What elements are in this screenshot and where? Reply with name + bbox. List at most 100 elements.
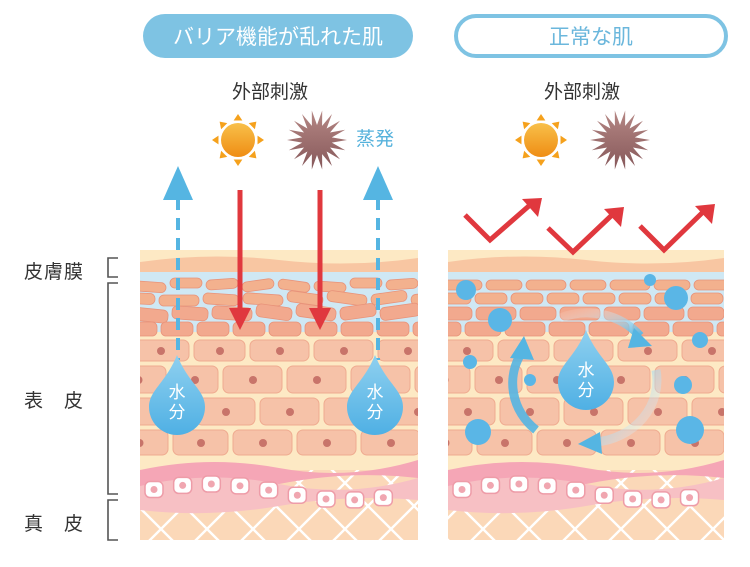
sun-icon [212,114,264,166]
basal-cell-nucleus [351,496,359,504]
basal-cell-nucleus [150,486,158,494]
corneocyte [376,321,410,337]
water-drop-label: 水分 [366,383,384,423]
epidermal-cell [448,365,471,394]
moisture-bubble [463,355,477,369]
corneocyte [140,321,158,337]
moisture-bubble [692,332,708,348]
drop-shape [558,330,614,410]
sun-icon [515,114,567,166]
cell-nucleus [448,439,450,447]
basal-cell-nucleus [207,480,215,488]
spiky-shape [287,110,347,170]
cell-nucleus [745,376,750,384]
arrow-head-icon [578,432,602,454]
sun-ray [551,121,560,130]
corneocyte [672,321,714,337]
arrow-head-icon [628,328,652,348]
basal-cell-nucleus [543,482,551,490]
cell-nucleus [157,347,165,355]
corneocyte [370,290,408,306]
spiky-shape [590,110,650,170]
checkmark-icon [546,207,624,256]
arrow-down-icon [229,308,251,330]
irritant-spiky-icon [287,110,347,170]
corneocyte [171,305,209,322]
cell-nucleus [501,439,509,447]
cell-nucleus [644,347,652,355]
sun-ray [551,150,560,159]
stratum-corneum-bracket [107,257,118,278]
epidermal-cell [681,339,724,362]
corneocyte [379,302,418,321]
corneocyte [582,292,616,305]
checkmark-icon [638,204,715,254]
sun-ray [219,150,228,159]
basal-cell-nucleus [486,481,494,489]
cell-nucleus [627,439,635,447]
moisture-bubble [664,286,688,310]
evaporation-arrows [163,166,393,360]
moisture-bubble [456,280,476,300]
moisture-bubble [488,308,512,332]
corneocyte [340,321,374,337]
moisture-bubble [674,376,692,394]
arrow-down-icon [309,308,331,330]
corneocyte [448,321,462,337]
corneocyte [268,321,302,337]
basal-cell-nucleus [600,491,608,499]
corneocyte [169,277,203,289]
basal-cell-nucleus [236,482,244,490]
irritant-spiky-icon [590,110,650,170]
external-stimulus-label-left: 外部刺激 [232,81,309,103]
sun-ray [522,121,531,130]
water-drop-label: 水分 [577,361,595,401]
corneocyte [618,292,652,305]
cell-nucleus [654,408,662,416]
cell-nucleus [340,347,348,355]
basal-cell-nucleus [265,486,273,494]
moisture-bubble [644,274,656,286]
sun-ray [212,135,219,145]
cell-nucleus [441,376,449,384]
epidermal-cell [718,365,724,394]
basal-cell-nucleus [293,491,301,499]
epidermal-cell [448,429,473,456]
sun-ray [257,135,264,145]
epidermis-label: 表 皮 [24,390,85,412]
epidermis-bracket [107,282,118,495]
cell-nucleus [464,408,472,416]
corneocyte [687,306,724,321]
corneocyte [448,306,473,321]
corneocyte [569,279,607,291]
moisture-bubble [524,374,536,386]
cell-nucleus [617,376,625,384]
corneocyte [412,321,418,337]
basal-cell-nucleus [657,496,665,504]
arrow-up-icon [363,166,393,200]
stratum-corneum-label: 皮膚膜 [24,261,85,283]
checkmark-icon [463,198,542,244]
epidermal-cell [691,397,724,426]
cell-nucleus [495,376,503,384]
basal-cell-nucleus [629,495,637,503]
stratum-corneum-surface [448,256,724,276]
stratum-corneum-surface [140,256,418,276]
basal-cell-nucleus [379,494,387,502]
sun-ray [248,121,257,130]
basal-cell-nucleus [179,481,187,489]
cell-nucleus [313,376,321,384]
basal-cell-nucleus [515,480,523,488]
sun-ray [522,150,531,159]
cell-nucleus [563,439,571,447]
corneocyte [716,321,724,337]
sun-ray [536,159,546,166]
epidermal-cell [414,366,418,393]
corneocyte [205,277,239,291]
corneocyte [546,292,580,305]
corneocyte [690,292,724,305]
basal-cell-nucleus [322,495,330,503]
damaged-skin-cross-section [140,250,449,540]
healthy-skin-title: 正常な肌 [454,14,728,58]
